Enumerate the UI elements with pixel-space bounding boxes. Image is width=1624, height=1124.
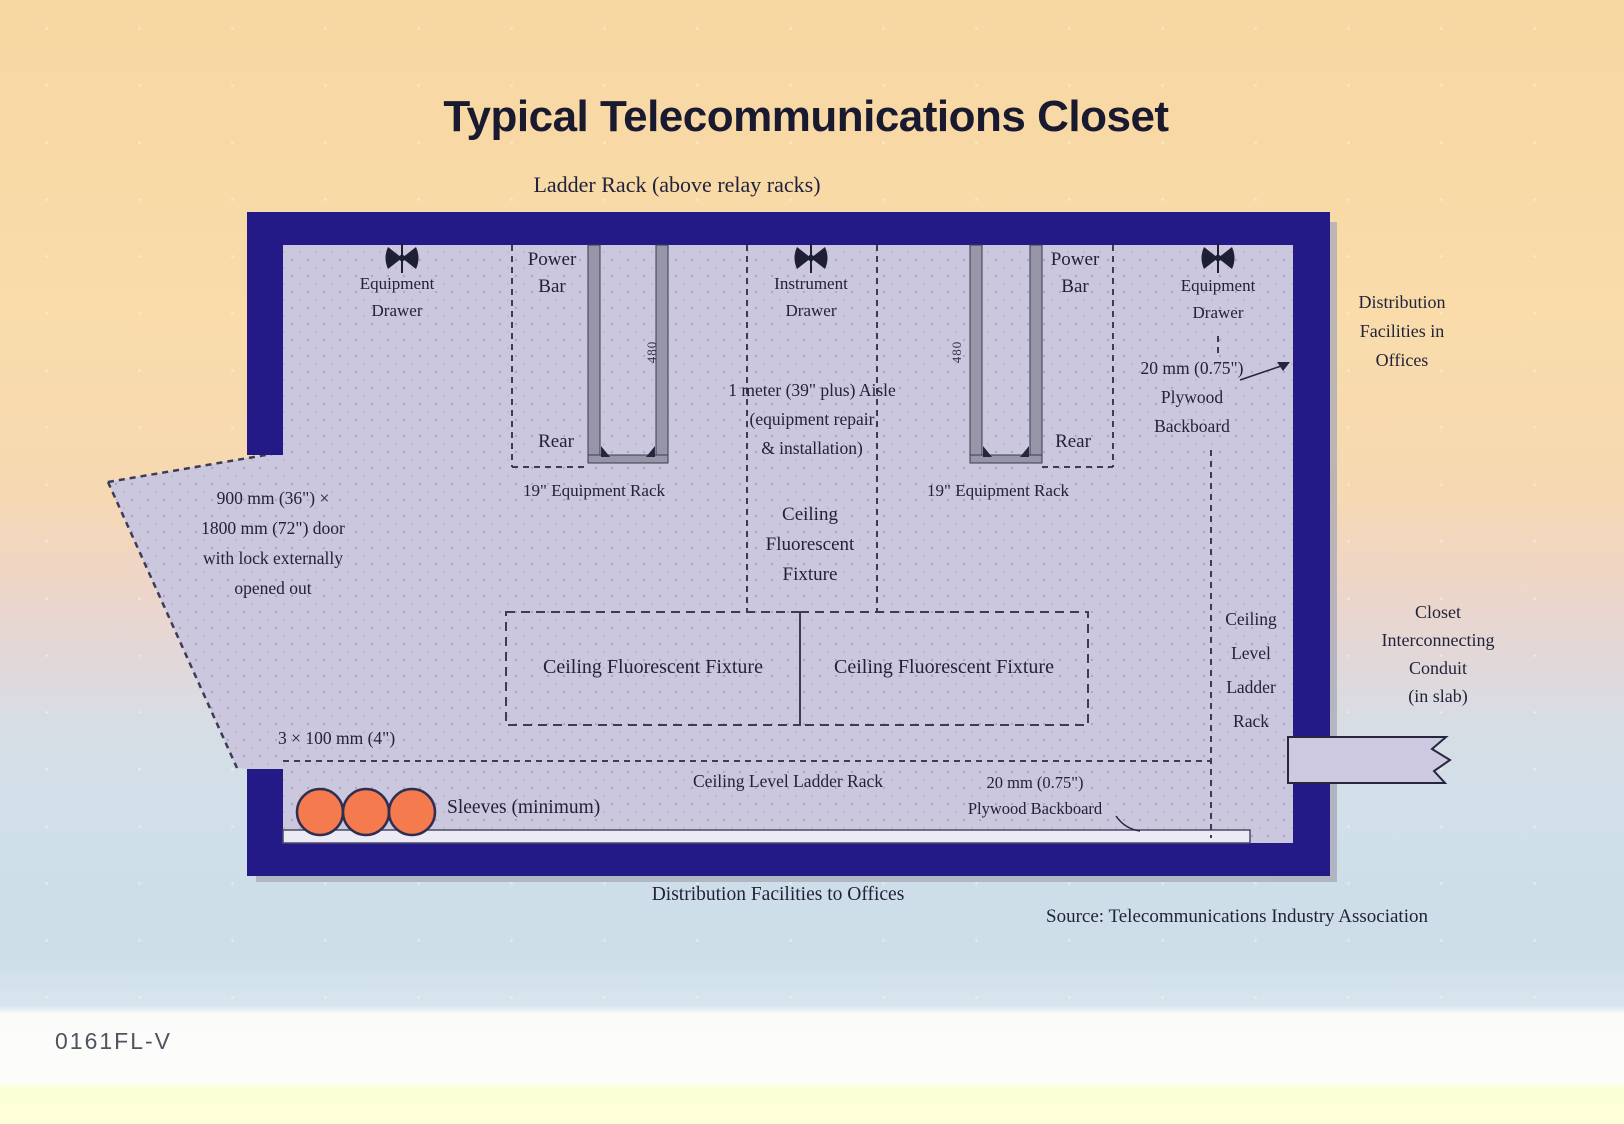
aisle-note: 1 meter (39" plus) Aisle(equipment repai…	[728, 380, 896, 458]
closet-floor	[283, 245, 1293, 843]
ceiling-fixture-zone-right	[799, 611, 1089, 726]
dashed-guides	[283, 245, 1219, 838]
equipment-rack-right	[969, 244, 1043, 464]
page-title: Typical Telecommunications Closet	[443, 92, 1169, 141]
ceiling-fixture-right-box-label: Ceiling Fluorescent Fixture	[834, 656, 1054, 678]
rack-right-label: 19" Equipment Rack	[927, 481, 1069, 500]
rear-left-label: Rear	[538, 431, 574, 452]
door-swing	[106, 450, 284, 772]
equipment-drawer-right-icon	[1201, 243, 1235, 273]
ladder-rack-top-label: Ladder Rack (above relay racks)	[533, 172, 821, 197]
plywood-bottom-label: 20 mm (0.75")Plywood Backboard	[967, 773, 1103, 818]
equipment-rack-left	[587, 244, 669, 464]
rack-right-dimension: 480	[949, 340, 964, 364]
ceiling-fixture-zone-left	[505, 611, 801, 726]
figure-code: 0161FL-V	[55, 1028, 173, 1054]
equipment-drawer-icon	[385, 243, 419, 273]
ceiling-ladder-bottom-label: Ceiling Level Ladder Rack	[693, 771, 883, 791]
rack-left-label: 19" Equipment Rack	[523, 481, 665, 500]
sleeves-dimension-label: 3 × 100 mm (4")	[278, 728, 396, 748]
source-label: Source: Telecommunications Industry Asso…	[1046, 906, 1428, 927]
closet-shadow	[256, 222, 1337, 882]
sleeve-conduits	[295, 787, 437, 837]
instrument-drawer-icon	[794, 243, 828, 273]
ceiling-fixture-left-box-label: Ceiling Fluorescent Fixture	[543, 656, 763, 678]
plywood-arrow	[1239, 362, 1290, 381]
closet-walls	[247, 212, 1330, 876]
plywood-backboard-strip	[282, 829, 1251, 844]
rear-right-label: Rear	[1055, 431, 1091, 452]
conduit-ribbon	[1287, 736, 1452, 784]
distribution-to-offices-label: Distribution Facilities to Offices	[651, 884, 905, 905]
sleeves-label: Sleeves (minimum)	[447, 797, 601, 818]
plywood-bottom-tick	[1115, 815, 1141, 832]
rack-left-dimension: 480	[644, 340, 659, 364]
